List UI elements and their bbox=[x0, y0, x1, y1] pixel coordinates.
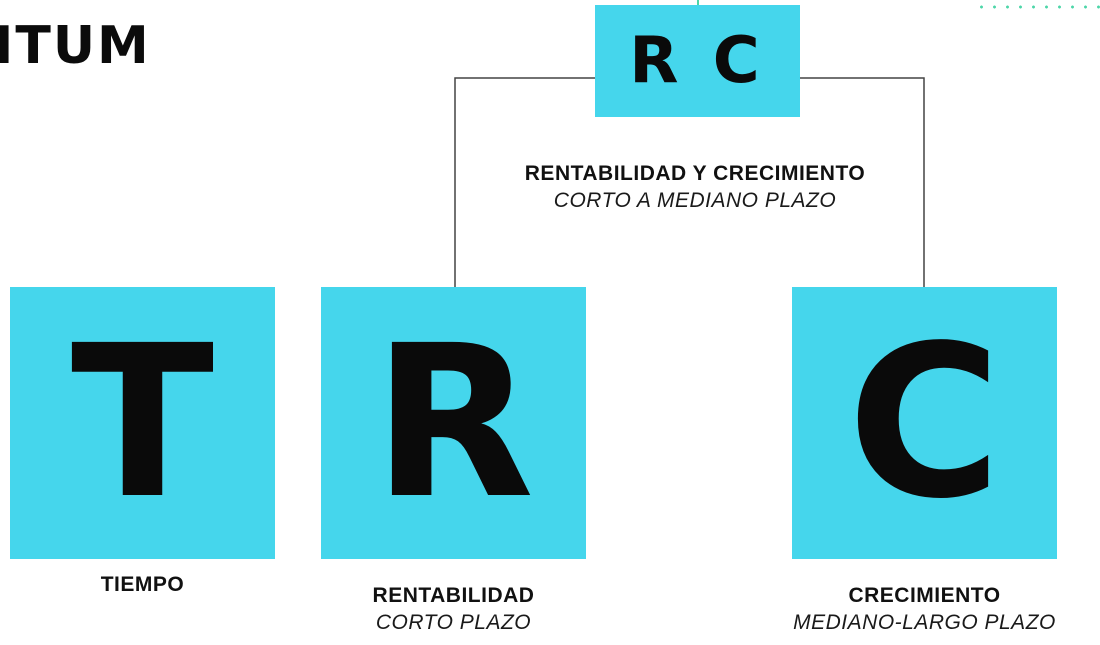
rc-box: R C bbox=[595, 5, 800, 117]
r-letter: R bbox=[372, 300, 535, 545]
connector-right bbox=[800, 77, 925, 287]
t-letter: T bbox=[70, 300, 215, 545]
rc-title: RENTABILIDAD Y CRECIMIENTO bbox=[524, 162, 866, 185]
c-caption: CRECIMIENTO MEDIANO-LARGO PLAZO bbox=[752, 582, 1097, 637]
t-title: TIEMPO bbox=[100, 573, 185, 596]
decorative-dots bbox=[975, 4, 1100, 10]
r-caption: RENTABILIDAD CORTO PLAZO bbox=[321, 582, 586, 637]
c-subtitle: MEDIANO-LARGO PLAZO bbox=[793, 611, 1056, 635]
rc-letters: R C bbox=[629, 24, 766, 98]
r-title: RENTABILIDAD bbox=[372, 584, 535, 607]
c-title: CRECIMIENTO bbox=[848, 584, 1001, 607]
rc-subtitle: CORTO A MEDIANO PLAZO bbox=[553, 189, 837, 213]
connector-left bbox=[454, 77, 595, 287]
brand-logo: ITUM bbox=[0, 16, 151, 76]
c-box: C bbox=[792, 287, 1057, 559]
t-caption: TIEMPO bbox=[10, 571, 275, 598]
r-box: R bbox=[321, 287, 586, 559]
c-letter: C bbox=[847, 300, 1002, 545]
r-subtitle: CORTO PLAZO bbox=[375, 611, 532, 635]
rc-caption: RENTABILIDAD Y CRECIMIENTO CORTO A MEDIA… bbox=[450, 160, 940, 215]
t-box: T bbox=[10, 287, 275, 559]
